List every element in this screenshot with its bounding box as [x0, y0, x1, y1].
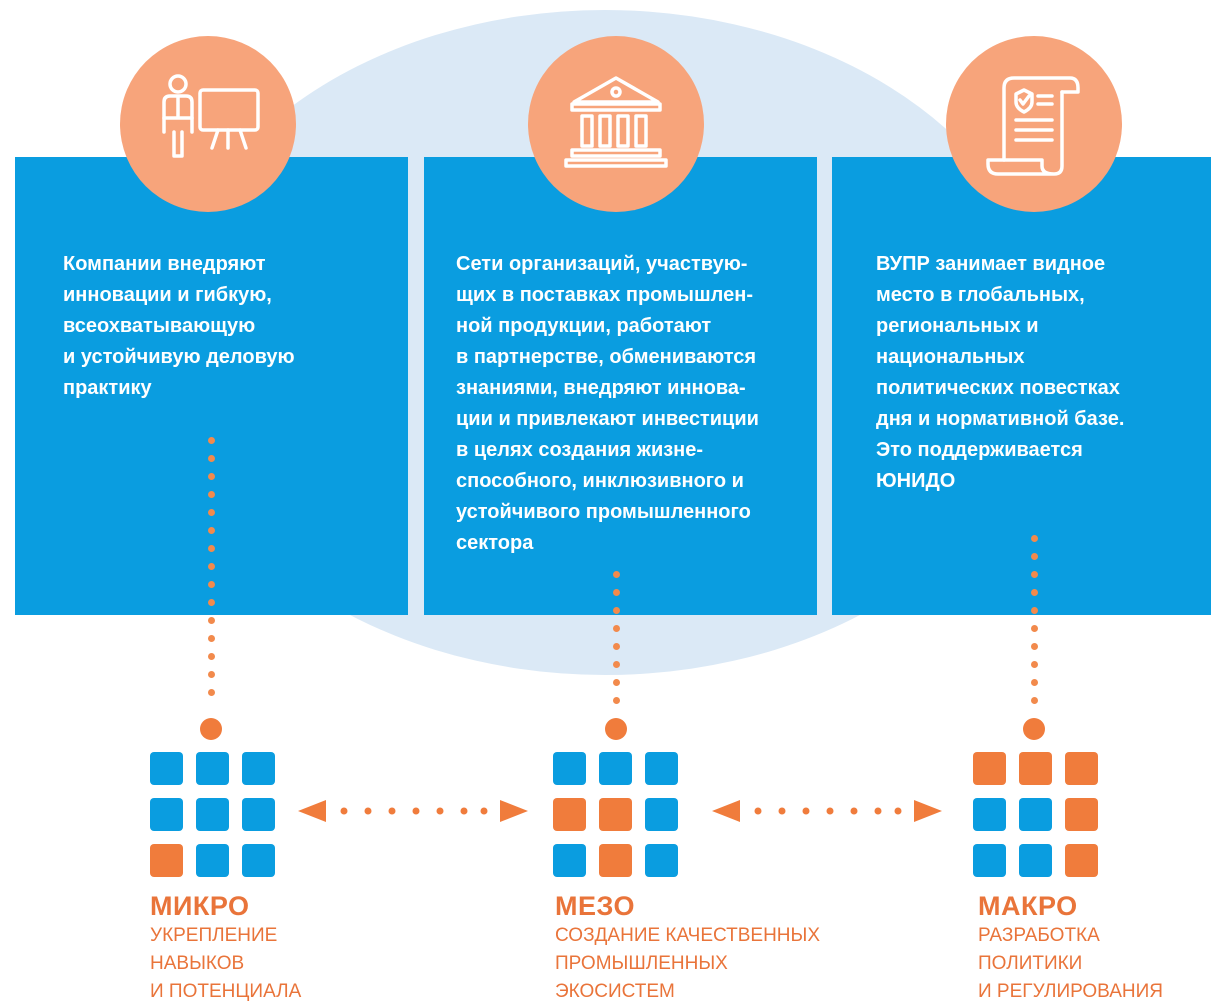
- grid-cell: [196, 798, 229, 831]
- grid-cell: [973, 752, 1006, 785]
- grid-cell: [1065, 752, 1098, 785]
- level-title-meso: МЕЗО: [555, 891, 636, 921]
- policy-document-scroll-icon: [946, 36, 1122, 212]
- grid-cell: [242, 798, 275, 831]
- panel-macro: ВУПР занимает видное место в глобальных,…: [832, 157, 1211, 615]
- institution-building-icon: [528, 36, 704, 212]
- connector-dot: [1030, 643, 1038, 650]
- grid-cell: [973, 844, 1006, 877]
- connector-dot: [207, 473, 215, 480]
- connector-dot: [1030, 625, 1038, 632]
- connector-endpoint-meso: [605, 718, 627, 740]
- level-subtitle-micro: УКРЕПЛЕНИЕ НАВЫКОВ И ПОТЕНЦИАЛА: [150, 925, 302, 1002]
- grid-cell: [973, 798, 1006, 831]
- grid-cell: [645, 844, 678, 877]
- connector-dot: [612, 589, 620, 596]
- grid-cell: [599, 844, 632, 877]
- panel-micro: Компании внедряют инновации и гибкую, вс…: [15, 157, 408, 615]
- connector-dot: [207, 455, 215, 462]
- connector-dot: [207, 689, 215, 696]
- grid-cell: [599, 798, 632, 831]
- grid-cell: [242, 752, 275, 785]
- connector-dot: [1030, 553, 1038, 560]
- arrow-micro-meso: [298, 800, 528, 822]
- level-title-macro: МАКРО: [978, 891, 1078, 921]
- level-subtitle-meso: СОЗДАНИЕ КАЧЕСТВЕННЫХ ПРОМЫШЛЕННЫХ ЭКОСИ…: [555, 925, 820, 1002]
- grid-cell: [553, 752, 586, 785]
- connector-dot: [612, 697, 620, 704]
- grid-cell: [150, 752, 183, 785]
- grid-cell: [196, 752, 229, 785]
- connector-dot: [612, 679, 620, 686]
- connector-dot: [1030, 607, 1038, 614]
- connector-dot: [612, 625, 620, 632]
- connector-dot: [1030, 589, 1038, 596]
- grid-cell: [645, 798, 678, 831]
- connector-dot: [207, 653, 215, 660]
- connector-dot: [1030, 661, 1038, 668]
- connector-dot: [207, 545, 215, 552]
- panel-micro-text: Компании внедряют инновации и гибкую, вс…: [63, 253, 295, 399]
- grid-cell: [1019, 752, 1052, 785]
- connector-dot: [207, 599, 215, 606]
- connector-dot: [207, 617, 215, 624]
- connector-dot: [207, 635, 215, 642]
- grid-cell: [645, 752, 678, 785]
- arrow-meso-macro: [712, 800, 942, 822]
- grid-cell: [242, 844, 275, 877]
- connector-dot: [207, 527, 215, 534]
- grid-cell: [1019, 844, 1052, 877]
- connector-dot: [1030, 679, 1038, 686]
- panel-meso: Сети организаций, участвую- щих в постав…: [424, 157, 817, 615]
- connector-dot: [207, 671, 215, 678]
- connector-endpoint-macro: [1023, 718, 1045, 740]
- panel-macro-text: ВУПР занимает видное место в глобальных,…: [876, 253, 1125, 492]
- grid-cell: [196, 844, 229, 877]
- connector-dot: [207, 509, 215, 516]
- grid-cell: [150, 844, 183, 877]
- grid-cell: [1019, 798, 1052, 831]
- connector-dot: [612, 661, 620, 668]
- connector-dot: [612, 643, 620, 650]
- grid-cell: [553, 798, 586, 831]
- connector-dot: [207, 563, 215, 570]
- connector-dot: [1030, 571, 1038, 578]
- panel-meso-text: Сети организаций, участвую- щих в постав…: [456, 253, 759, 554]
- connector-dot: [612, 607, 620, 614]
- connector-dot: [207, 437, 215, 444]
- connector-dot: [207, 491, 215, 498]
- grid-cell: [1065, 798, 1098, 831]
- grid-cell: [553, 844, 586, 877]
- connector-endpoint-micro: [200, 718, 222, 740]
- connector-dot: [207, 581, 215, 588]
- level-title-micro: МИКРО: [150, 891, 250, 921]
- grid-cell: [150, 798, 183, 831]
- level-subtitle-macro: РАЗРАБОТКА ПОЛИТИКИ И РЕГУЛИРОВАНИЯ: [978, 925, 1163, 1002]
- grid-cell: [599, 752, 632, 785]
- connector-dot: [1030, 697, 1038, 704]
- presenter-whiteboard-icon: [120, 36, 296, 212]
- connector-dot: [612, 571, 620, 578]
- connector-dot: [1030, 535, 1038, 542]
- grid-cell: [1065, 844, 1098, 877]
